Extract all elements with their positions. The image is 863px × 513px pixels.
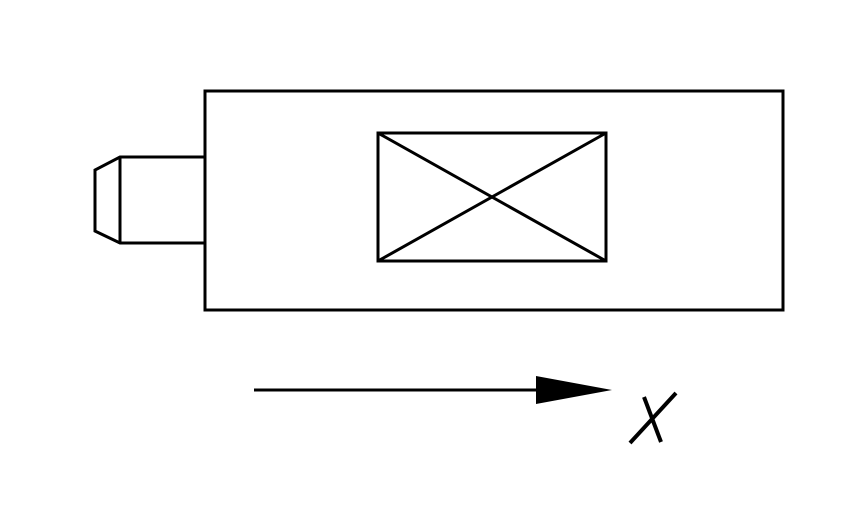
main-housing (203, 89, 785, 312)
connector-shaft (93, 155, 205, 245)
inner-box-diagonal-2 (377, 131, 607, 263)
inner-box (376, 131, 608, 263)
arrow-label: X (623, 384, 671, 458)
arrow-label-glyph (628, 391, 678, 445)
direction-arrow-head (536, 376, 612, 404)
